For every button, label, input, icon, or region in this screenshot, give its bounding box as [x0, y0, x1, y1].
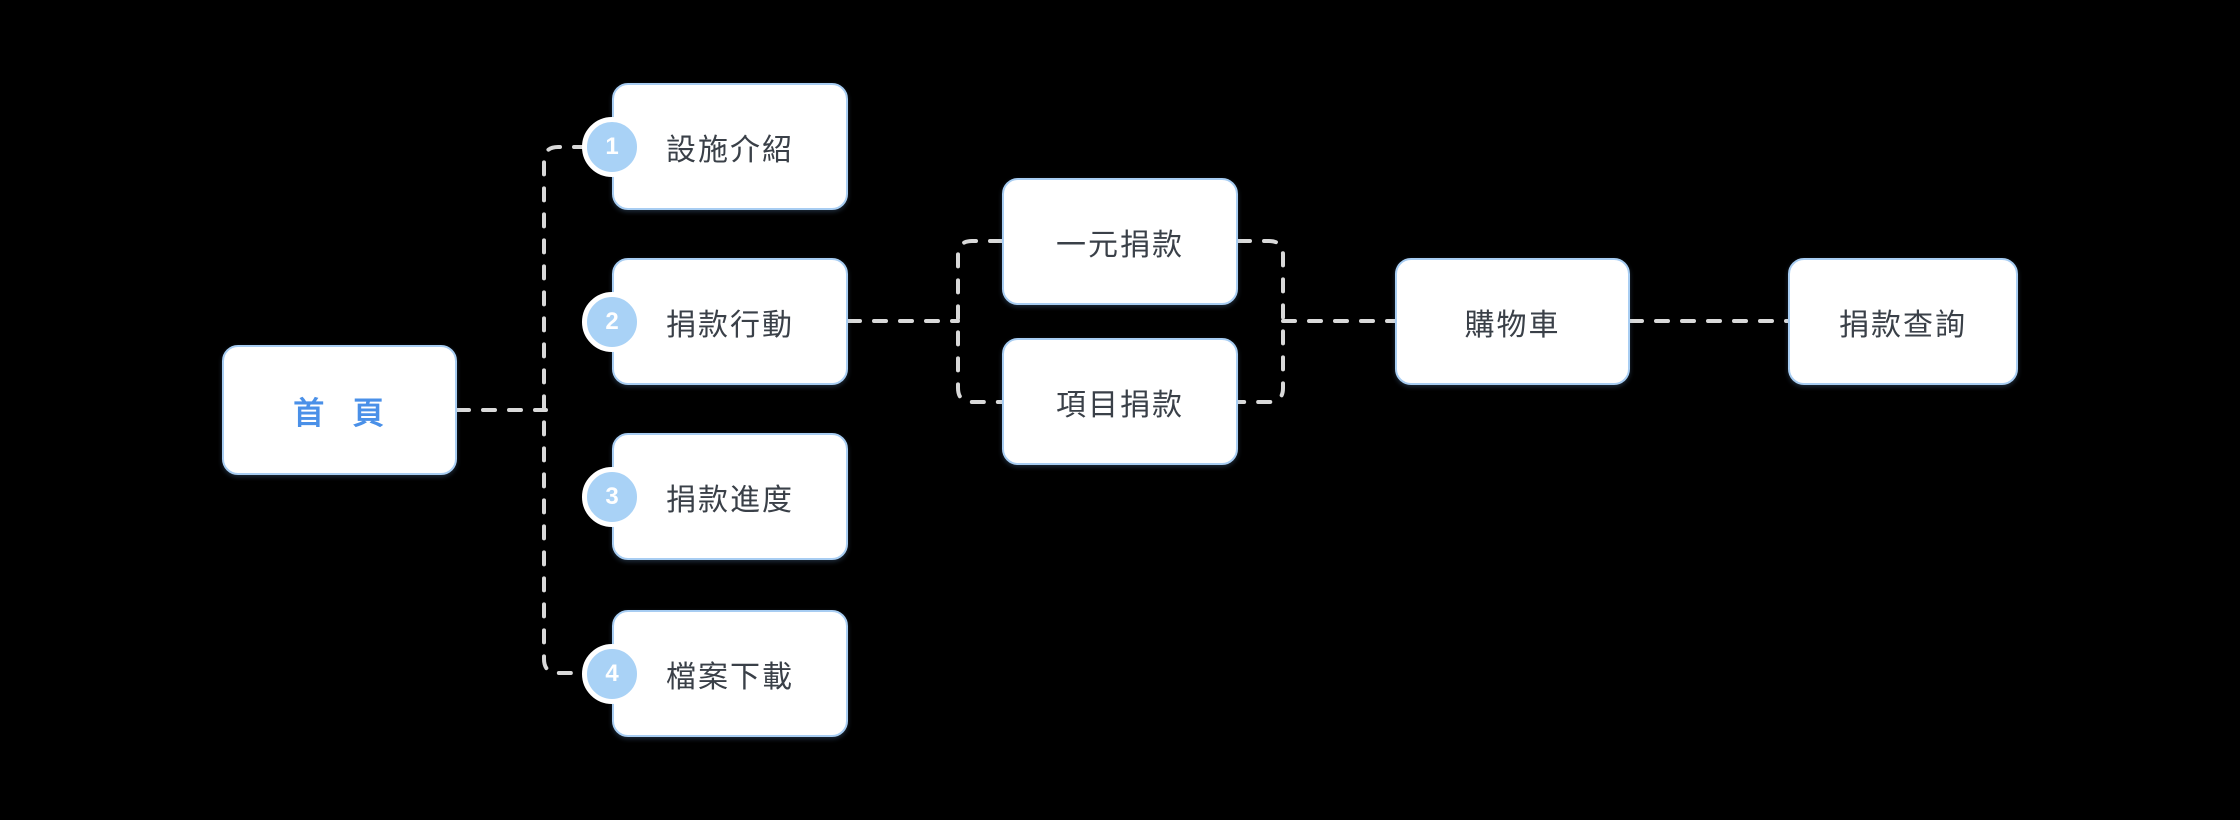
node-facilities-intro: 設施介紹	[612, 83, 848, 210]
connector-branch-left-bracket	[956, 239, 1004, 404]
node-donation-action: 捐款行動	[612, 258, 848, 385]
node-one-dollar-donation: 一元捐款	[1002, 178, 1238, 305]
node-project-donation: 項目捐款	[1002, 338, 1238, 465]
connector-menu-trunk	[542, 145, 588, 675]
node-file-download: 檔案下載	[612, 610, 848, 737]
node-shopping-cart: 購物車	[1395, 258, 1630, 385]
step-badge-2: 2	[582, 292, 642, 352]
step-badge-4: 4	[582, 644, 642, 704]
node-home: 首 頁	[222, 345, 457, 475]
step-badge-1: 1	[582, 117, 642, 177]
node-donation-progress: 捐款進度	[612, 433, 848, 560]
connector-branch-right-bracket	[1236, 239, 1285, 404]
step-badge-3: 3	[582, 467, 642, 527]
node-donation-inquiry: 捐款查詢	[1788, 258, 2018, 385]
